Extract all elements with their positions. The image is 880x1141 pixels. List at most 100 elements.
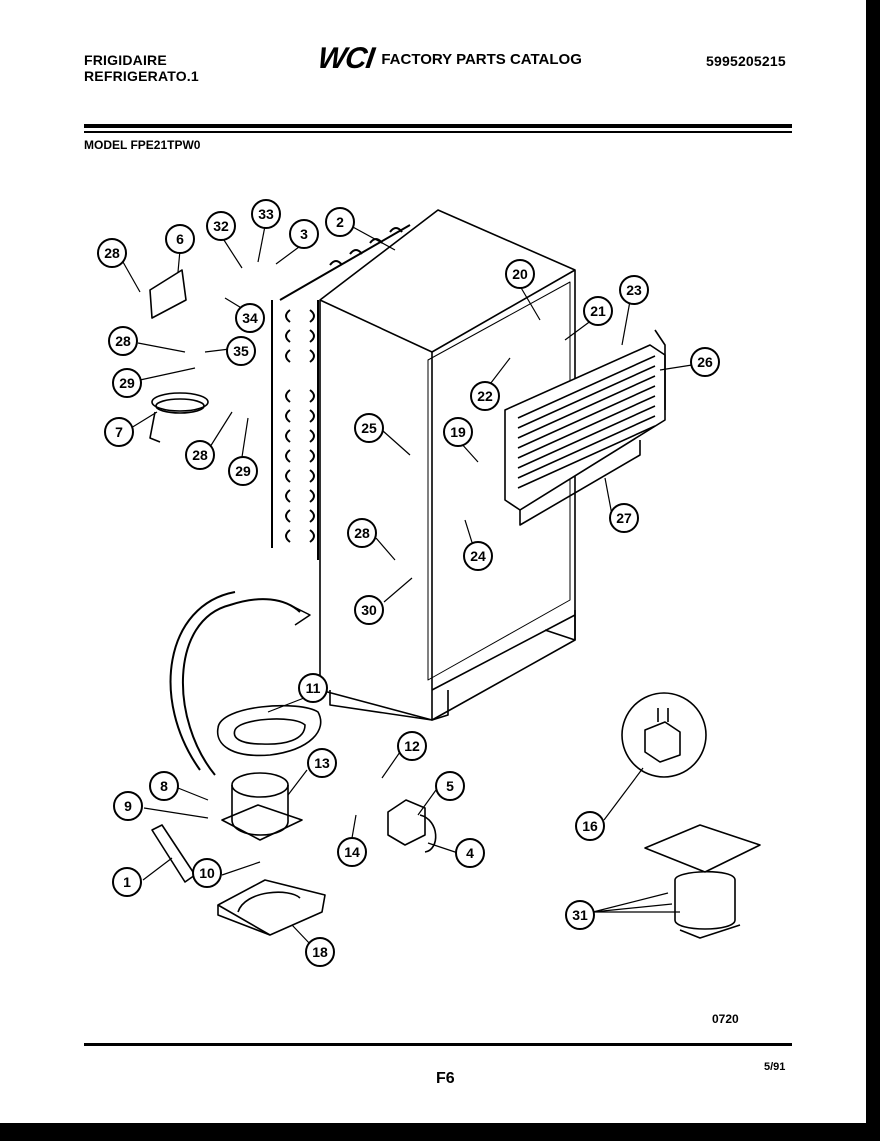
svg-text:20: 20 [512, 266, 528, 282]
page-border-bottom [0, 1123, 880, 1141]
svg-text:35: 35 [233, 343, 249, 359]
svg-text:28: 28 [354, 525, 370, 541]
svg-text:10: 10 [199, 865, 215, 881]
condenser-coil [271, 224, 411, 560]
callout-2: 2 [325, 207, 355, 237]
svg-text:29: 29 [235, 463, 251, 479]
compressor [221, 772, 303, 841]
svg-text:6: 6 [176, 231, 184, 247]
callout-labels: 28 6 32 33 3 2 20 23 21 26 34 35 28 29 2… [97, 199, 720, 967]
svg-text:14: 14 [344, 844, 360, 860]
svg-text:19: 19 [450, 424, 466, 440]
page-code: F6 [436, 1070, 455, 1087]
callout-34: 34 [235, 303, 265, 333]
drain-pan [216, 704, 322, 757]
svg-text:24: 24 [470, 548, 486, 564]
relay-overload [387, 799, 437, 853]
callout-28-a: 28 [97, 238, 127, 268]
callout-31: 31 [565, 900, 595, 930]
callout-4: 4 [455, 838, 485, 868]
callout-6: 6 [165, 224, 195, 254]
svg-text:16: 16 [582, 818, 598, 834]
footer-rule [84, 1043, 792, 1046]
svg-text:1: 1 [123, 874, 131, 890]
brand-block: FRIGIDAIRE REFRIGERATO.1 [84, 52, 199, 84]
callout-25: 25 [354, 413, 384, 443]
callout-32: 32 [206, 211, 236, 241]
svg-text:8: 8 [160, 778, 168, 794]
callout-13: 13 [307, 748, 337, 778]
callout-18: 18 [305, 937, 335, 967]
svg-text:28: 28 [192, 447, 208, 463]
callout-30: 30 [354, 595, 384, 625]
svg-text:31: 31 [572, 907, 588, 923]
callout-28-b: 28 [108, 326, 138, 356]
callout-7: 7 [104, 417, 134, 447]
svg-text:4: 4 [466, 845, 474, 861]
evaporator-coil [504, 329, 666, 526]
callout-3: 3 [289, 219, 319, 249]
svg-text:7: 7 [115, 424, 123, 440]
svg-text:27: 27 [616, 510, 632, 526]
svg-text:2: 2 [336, 214, 344, 230]
compressor-base-plate [217, 879, 326, 936]
callout-10: 10 [192, 858, 222, 888]
callout-28-c: 28 [185, 440, 215, 470]
svg-text:26: 26 [697, 354, 713, 370]
header-rule-thin [84, 131, 792, 133]
cover-plate [149, 269, 187, 319]
brand-name: FRIGIDAIRE [84, 52, 167, 68]
svg-text:21: 21 [590, 303, 606, 319]
leader-lines [122, 225, 693, 946]
svg-text:9: 9 [124, 798, 132, 814]
callout-21: 21 [583, 296, 613, 326]
callout-29-a: 29 [112, 368, 142, 398]
diagram-reference-code: 0720 [712, 1012, 739, 1026]
svg-text:13: 13 [314, 755, 330, 771]
product-type: REFRIGERATO.1 [84, 68, 199, 84]
drain-hose [182, 598, 301, 776]
catalog-title: FACTORY PARTS CATALOG [381, 50, 582, 68]
callout-12: 12 [397, 731, 427, 761]
callout-28-d: 28 [347, 518, 377, 548]
page-border-right [866, 0, 880, 1141]
mounting-bracket [151, 824, 196, 883]
callout-24: 24 [463, 541, 493, 571]
svg-text:30: 30 [361, 602, 377, 618]
catalog-part-number: 5995205215 [706, 53, 786, 69]
callout-23: 23 [619, 275, 649, 305]
header-rule-thick [84, 124, 792, 128]
condenser-fan-motor [644, 824, 761, 939]
callout-29-b: 29 [228, 456, 258, 486]
callout-5: 5 [435, 771, 465, 801]
catalog-logo-block: WCI FACTORY PARTS CATALOG [316, 42, 582, 75]
svg-text:18: 18 [312, 944, 328, 960]
detail-magnifier-circle [621, 692, 707, 778]
publication-date: 5/91 [764, 1061, 786, 1073]
callout-14: 14 [337, 837, 367, 867]
svg-text:5: 5 [446, 778, 454, 794]
svg-text:33: 33 [258, 206, 274, 222]
svg-text:32: 32 [213, 218, 229, 234]
svg-text:28: 28 [115, 333, 131, 349]
callout-35: 35 [226, 336, 256, 366]
callout-1: 1 [112, 867, 142, 897]
callout-8: 8 [149, 771, 179, 801]
svg-text:12: 12 [404, 738, 420, 754]
svg-text:29: 29 [119, 375, 135, 391]
svg-text:11: 11 [306, 680, 321, 696]
callout-20: 20 [505, 259, 535, 289]
callout-9: 9 [113, 791, 143, 821]
svg-text:28: 28 [104, 245, 120, 261]
svg-text:25: 25 [361, 420, 377, 436]
power-cord [149, 392, 209, 443]
model-number: MODEL FPE21TPW0 [84, 138, 201, 152]
callout-22: 22 [470, 381, 500, 411]
callout-16: 16 [575, 811, 605, 841]
callout-19: 19 [443, 417, 473, 447]
callout-26: 26 [690, 347, 720, 377]
callout-11: 11 [298, 673, 328, 703]
svg-text:23: 23 [626, 282, 642, 298]
callout-27: 27 [609, 503, 639, 533]
